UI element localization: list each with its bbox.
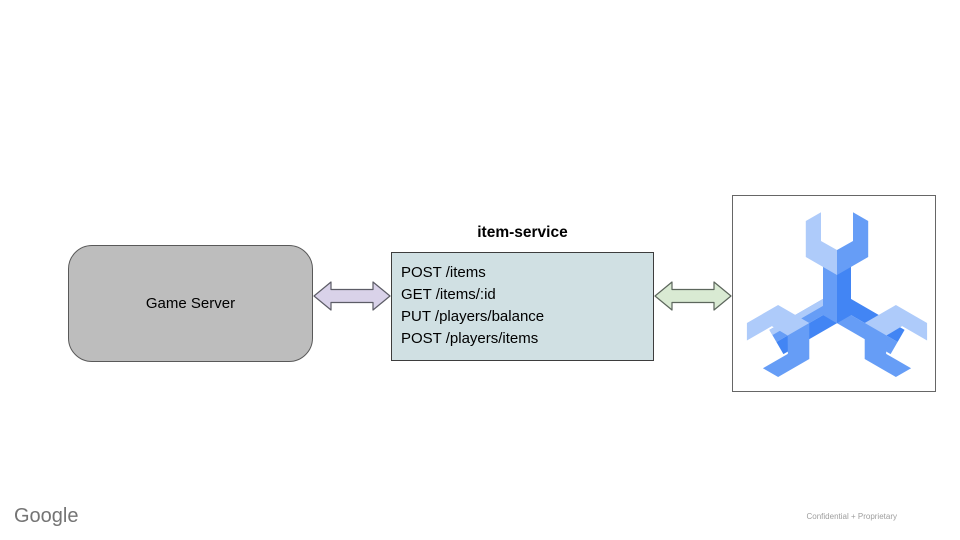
- spanner-head-left-medium-face: [762, 323, 810, 378]
- google-logo: Google: [14, 505, 79, 527]
- confidential-note: Confidential + Proprietary: [806, 512, 898, 521]
- cloud-spanner-icon: [746, 212, 928, 378]
- spanner-head-left-light-face: [746, 304, 810, 341]
- game-server-node: Game Server: [68, 245, 313, 362]
- spanner-icon-box: [732, 195, 936, 392]
- game-server-label: Game Server: [145, 295, 236, 312]
- endpoint-get-item: GET /items/:id: [401, 286, 496, 303]
- double-arrow-left-shape: [313, 281, 391, 311]
- spanner-head-right: [864, 304, 928, 378]
- endpoint-post-items: POST /items: [401, 264, 486, 281]
- spanner-head-right-medium-face: [864, 323, 912, 378]
- spanner-head-top: [805, 212, 869, 275]
- spanner-head-left: [746, 304, 810, 378]
- spanner-head-top-light-face: [805, 212, 837, 275]
- item-service-title: item-service: [477, 224, 568, 241]
- double-arrow-right-shape: [654, 281, 732, 311]
- item-service-node: POST /items GET /items/:id PUT /players/…: [391, 252, 654, 361]
- double-arrow-left: [313, 281, 391, 311]
- double-arrow-right: [654, 281, 732, 311]
- spanner-head-top-medium-face: [837, 212, 869, 275]
- endpoint-post-player-items: POST /players/items: [401, 330, 539, 347]
- endpoint-put-balance: PUT /players/balance: [401, 308, 545, 325]
- spanner-head-right-light-face: [864, 304, 928, 341]
